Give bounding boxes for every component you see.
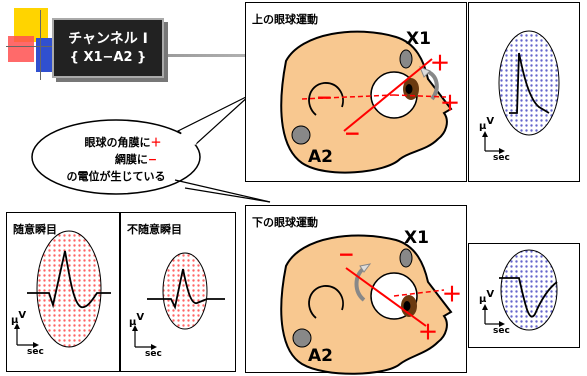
upper-a2-label: A2 (308, 147, 333, 167)
lower-waveform-chart (482, 249, 558, 331)
callout-minus-sign: − (147, 153, 158, 166)
upper-unit-label: μV (479, 116, 495, 132)
involuntary-blink-title: 不随意瞬目 (127, 223, 182, 236)
logo-line-h (6, 46, 76, 47)
upper-plus-sign-top: ＋ (430, 51, 450, 75)
upper-minus-sign-bottom: − (344, 121, 361, 145)
voluntary-blink-panel: 随意瞬目 μV sec (6, 212, 120, 372)
lower-time-label: sec (493, 326, 510, 336)
callout-potential-text: の電位が生じている (66, 170, 166, 183)
involuntary-time-label: sec (145, 349, 162, 359)
lower-head-diagram (280, 234, 453, 375)
lower-panel-title: 下の眼球運動 (252, 216, 318, 229)
lower-eye-panel: 下の眼球運動 X1 A2 − ＋ ＋ (245, 205, 467, 375)
upper-plus-sign-right: ＋ (440, 91, 460, 115)
upper-head-diagram (280, 30, 453, 174)
upper-waveform-panel: μV sec (468, 2, 580, 182)
channel-label-line1: チャンネル Ⅰ (68, 31, 148, 47)
voluntary-blink-title: 随意瞬目 (13, 223, 57, 236)
lower-unit-label: μV (479, 289, 495, 305)
upper-minus-sign-left: − (316, 85, 333, 109)
voluntary-time-label: sec (27, 347, 44, 357)
upper-panel-title: 上の眼球運動 (252, 13, 318, 26)
lower-plus-sign-bottom: ＋ (418, 320, 438, 344)
logo-line-v (40, 10, 41, 80)
logo-square-red (8, 36, 34, 62)
voluntary-unit-label: μV (11, 310, 27, 326)
upper-eye-panel: 上の眼球運動 X1 A2 ＋ ＋ − − (245, 2, 467, 182)
callout-cornea-text: 眼球の角膜に (84, 136, 151, 149)
upper-time-label: sec (493, 153, 510, 163)
lower-waveform-panel: μV sec (468, 243, 580, 348)
involuntary-blink-panel: 不随意瞬目 μV sec (120, 212, 236, 372)
channel-label-box: チャンネル Ⅰ { X1−A2 } (52, 18, 164, 78)
callout-retina-text: 網膜に (114, 153, 148, 166)
lower-minus-sign-top: − (338, 242, 355, 266)
callout-text: 眼球の角膜に＋ 網膜に− の電位が生じている (36, 134, 196, 185)
lower-a2-label: A2 (308, 346, 333, 366)
callout-plus-sign: ＋ (150, 136, 162, 149)
lower-x1-label: X1 (404, 228, 429, 248)
involuntary-blink-chart (132, 252, 225, 350)
involuntary-unit-label: μV (129, 312, 145, 328)
voluntary-blink-chart (14, 230, 111, 348)
channel-label-line2: { X1−A2 } (69, 50, 147, 65)
upper-waveform-chart (482, 30, 560, 154)
upper-x1-label: X1 (406, 29, 431, 49)
lower-plus-sign-right: ＋ (442, 282, 462, 306)
